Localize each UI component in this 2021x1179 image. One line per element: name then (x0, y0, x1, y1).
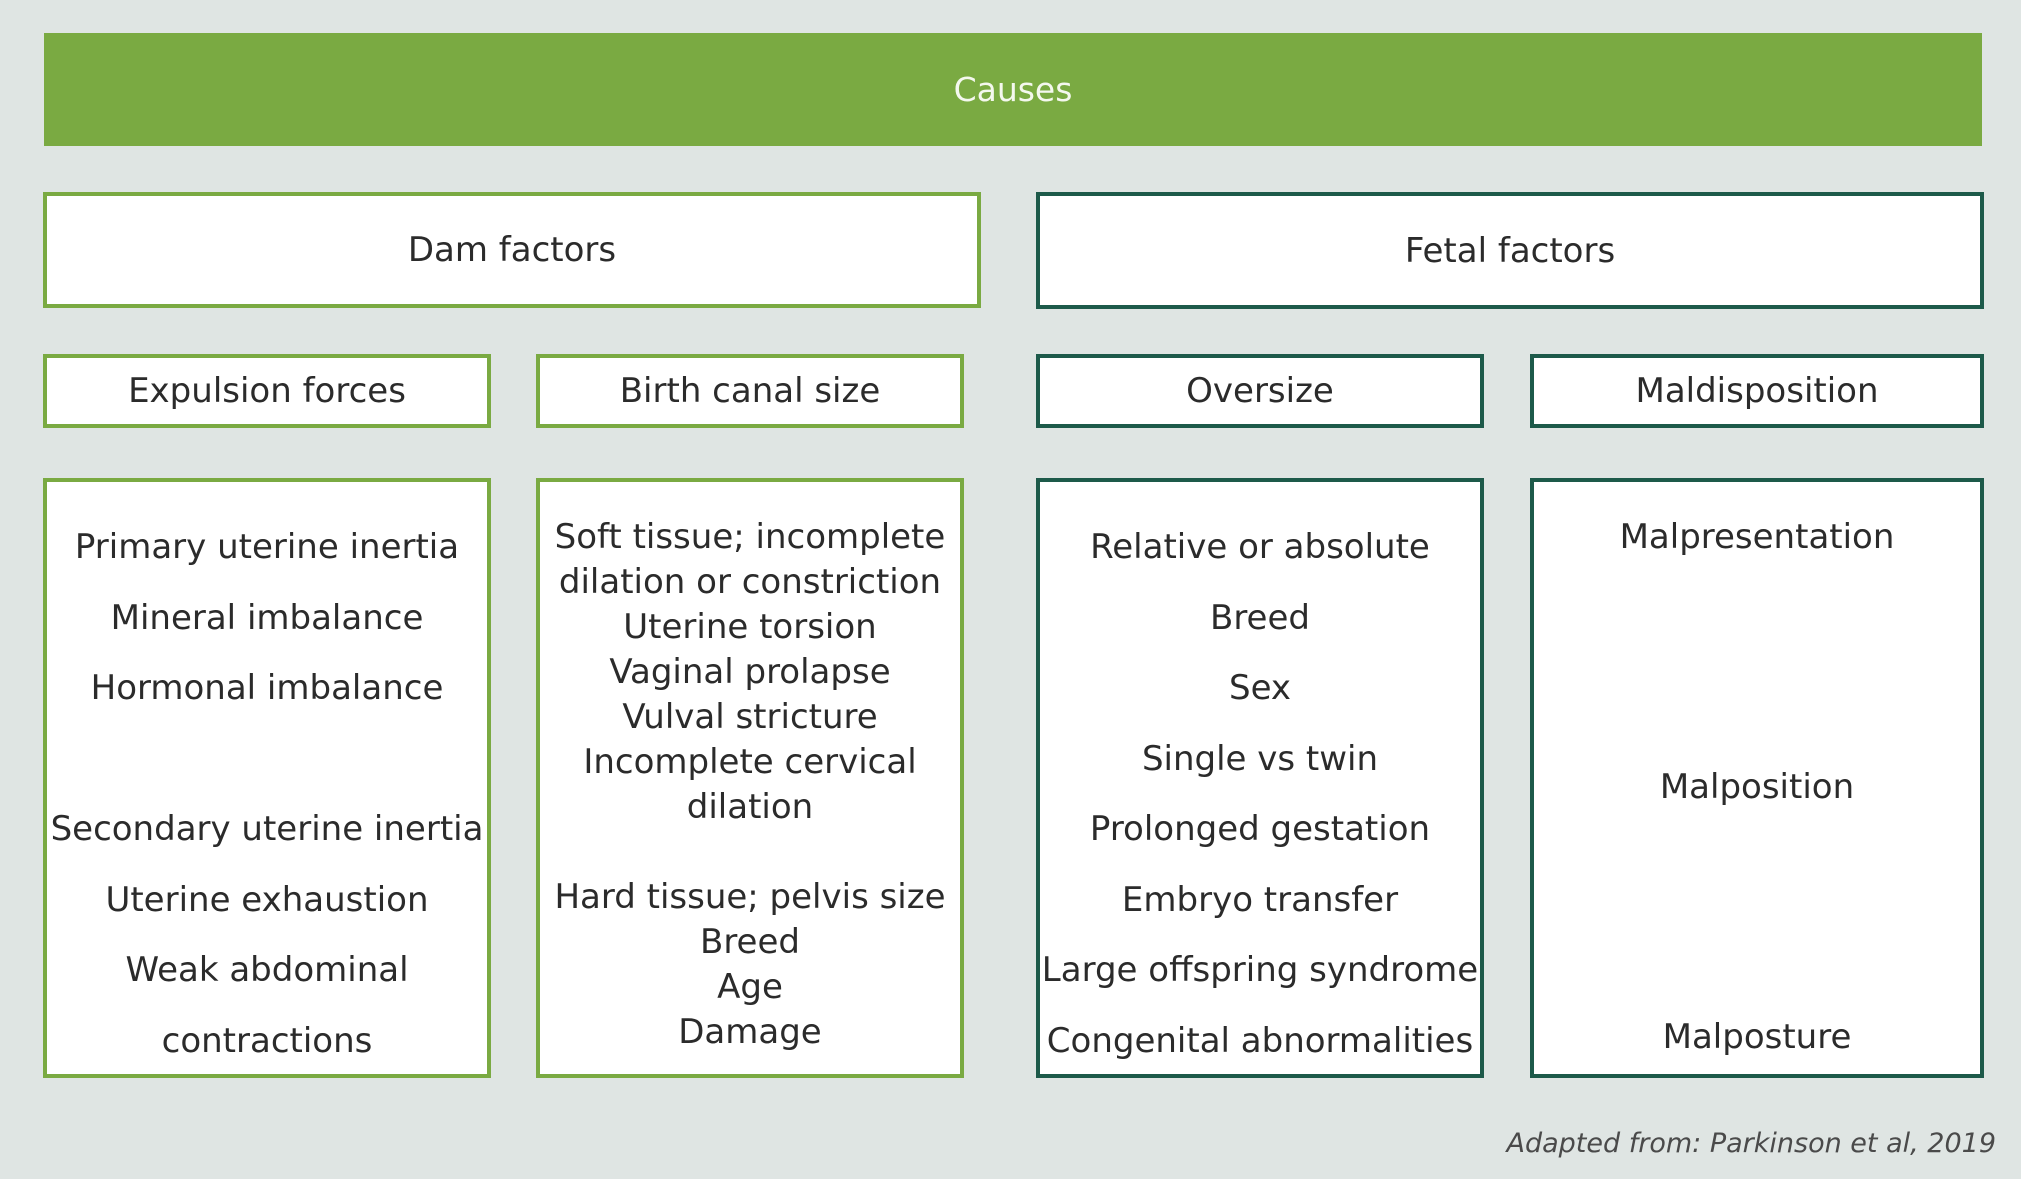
list-item: Vaginal prolapse (609, 652, 891, 692)
dam-factors-label: Dam factors (407, 230, 617, 270)
list-item: Malposition (1659, 767, 1855, 807)
expulsion-forces-label: Expulsion forces (128, 371, 406, 411)
list-item: Secondary uterine inertia (50, 809, 484, 849)
list-item: Soft tissue; incomplete (554, 517, 946, 557)
fetal-factors-box: Fetal factors (1036, 192, 1984, 309)
fetal-factors-label: Fetal factors (1404, 230, 1616, 271)
dam-factors-box: Dam factors (43, 192, 981, 308)
causes-header: Causes (44, 33, 1982, 146)
list-item: Damage (678, 1012, 822, 1052)
list-item: contractions (161, 1020, 373, 1061)
list-item: Mineral imbalance (110, 597, 424, 638)
list-item: Relative or absolute (1090, 527, 1430, 567)
list-item: Uterine torsion (623, 607, 877, 647)
maldisposition-list: Malpresentation Malposition Malposture (1530, 478, 1984, 1078)
birth-canal-size-label: Birth canal size (619, 371, 881, 411)
list-item: Weak abdominal (125, 950, 409, 990)
list-item: Prolonged gestation (1089, 809, 1431, 849)
list-item: Incomplete cervical (583, 742, 917, 782)
expulsion-forces-box: Expulsion forces (43, 354, 491, 428)
list-item: Malpresentation (1619, 517, 1895, 557)
oversize-label: Oversize (1186, 371, 1334, 411)
birth-canal-size-box: Birth canal size (536, 354, 964, 428)
list-item: Vulval stricture (622, 697, 878, 737)
list-item: dilation or constriction (558, 562, 942, 602)
list-item: Malposture (1662, 1017, 1852, 1057)
list-item: Hard tissue; pelvis size (554, 877, 946, 917)
maldisposition-box: Maldisposition (1530, 354, 1984, 428)
oversize-box: Oversize (1036, 354, 1484, 428)
list-item: Embryo transfer (1121, 879, 1399, 920)
list-item: Large offspring syndrome (1041, 950, 1479, 990)
list-item: Single vs twin (1141, 738, 1379, 779)
list-item: Hormonal imbalance (90, 668, 444, 708)
list-item: Congenital abnormalities (1046, 1020, 1474, 1061)
source-citation: Adapted from: Parkinson et al, 2019 (1506, 1128, 1996, 1159)
causes-label: Causes (953, 70, 1073, 109)
list-item: Breed (700, 922, 800, 962)
expulsion-forces-list: Primary uterine inertia Mineral imbalanc… (43, 478, 491, 1078)
oversize-list: Relative or absolute Breed Sex Single vs… (1036, 478, 1484, 1078)
maldisposition-label: Maldisposition (1635, 371, 1879, 411)
list-item: Age (717, 967, 783, 1007)
list-item: Breed (1210, 597, 1310, 638)
list-item: dilation (686, 787, 814, 827)
list-item: Sex (1228, 668, 1292, 708)
birth-canal-size-list: Soft tissue; incomplete dilation or cons… (536, 478, 964, 1078)
list-item: Primary uterine inertia (74, 527, 460, 567)
list-item: Uterine exhaustion (105, 879, 429, 920)
